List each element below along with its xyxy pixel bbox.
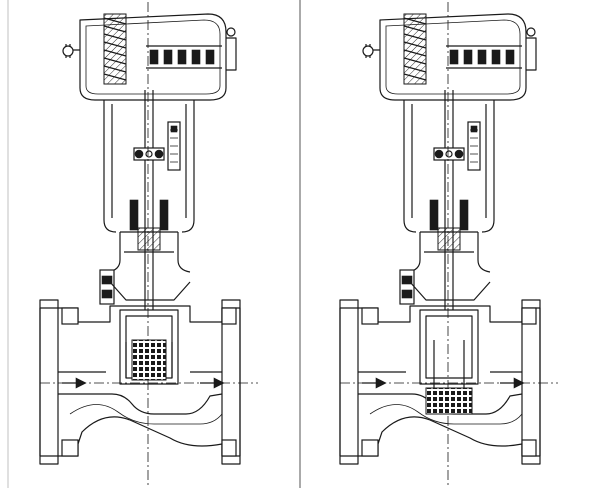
valve-panel-closed xyxy=(339,1,559,487)
valve-plug-lowered xyxy=(425,387,473,415)
valve-panel-open xyxy=(39,1,259,487)
valve-plug-raised xyxy=(131,339,167,381)
